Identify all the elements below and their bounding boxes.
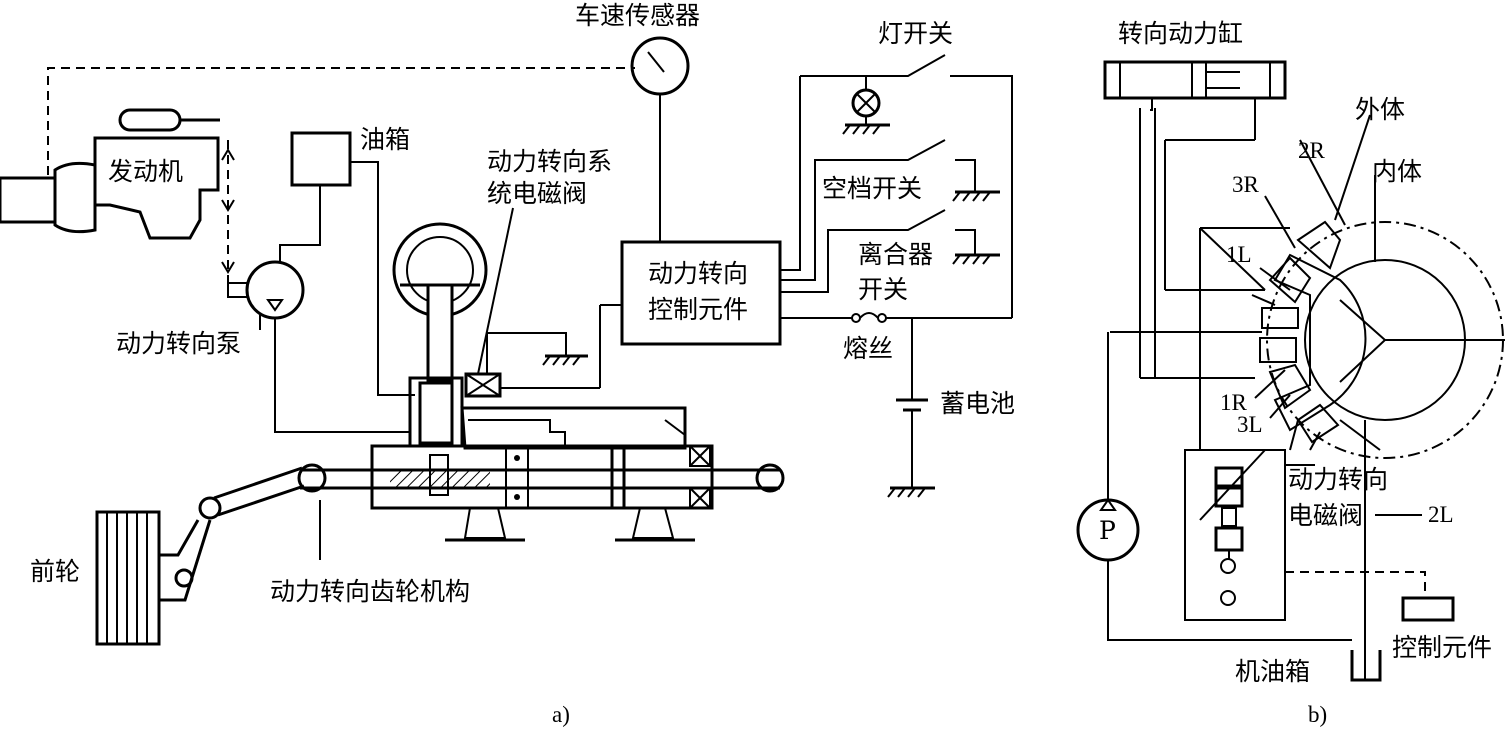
label-tank-b: 机油箱 xyxy=(1235,657,1310,686)
label-2l: 2L xyxy=(1428,502,1454,527)
label-control-2: 控制元件 xyxy=(648,295,748,324)
label-1l: 1L xyxy=(1226,242,1252,267)
caption-a: a) xyxy=(552,702,570,727)
power-steering-pump xyxy=(227,260,410,433)
steering-gear xyxy=(297,376,785,542)
label-solenoid-1: 动力转向系 xyxy=(487,147,612,176)
label-speed-sensor: 车速传感器 xyxy=(575,1,700,30)
oil-tank xyxy=(290,131,352,187)
diagram-b xyxy=(1076,60,1505,682)
control-unit xyxy=(620,240,782,346)
label-clutch-1: 离合器 xyxy=(858,240,933,269)
speed-sensor-gauge xyxy=(630,36,690,242)
label-inner-body: 内体 xyxy=(1372,157,1422,186)
diagram-a xyxy=(0,36,1013,646)
label-clutch-2: 开关 xyxy=(858,275,908,304)
label-front-wheel: 前轮 xyxy=(30,557,80,586)
fuse-battery xyxy=(780,312,1012,498)
label-control-b: 控制元件 xyxy=(1392,633,1492,662)
label-battery: 蓄电池 xyxy=(940,389,1015,418)
label-outer-body: 外体 xyxy=(1355,95,1405,124)
label-3r: 3R xyxy=(1232,172,1260,197)
light-switch xyxy=(780,54,1013,318)
label-valve-1: 动力转向 xyxy=(1288,465,1388,494)
label-oil-tank: 油箱 xyxy=(360,125,410,154)
label-1r: 1R xyxy=(1220,390,1248,415)
steering-wheel xyxy=(392,222,488,382)
rotary-valve xyxy=(1110,114,1505,459)
label-3l: 3L xyxy=(1237,412,1263,437)
clutch-switch xyxy=(780,209,1000,293)
label-engine: 发动机 xyxy=(108,157,183,186)
label-2r: 2R xyxy=(1298,138,1326,163)
label-pump: 动力转向泵 xyxy=(116,329,241,358)
label-gear: 动力转向齿轮机构 xyxy=(270,577,470,606)
label-control-1: 动力转向 xyxy=(648,259,748,288)
solenoid-valve xyxy=(464,207,622,398)
pump-p xyxy=(1076,332,1352,641)
control-unit-b xyxy=(1401,596,1455,622)
label-solenoid-2: 统电磁阀 xyxy=(487,179,587,208)
neutral-switch xyxy=(780,139,1000,281)
solenoid-valve-b xyxy=(1184,419,1426,621)
label-cylinder: 转向动力缸 xyxy=(1118,19,1243,48)
label-light-switch: 灯开关 xyxy=(878,19,953,48)
label-valve-2: 电磁阀 xyxy=(1288,501,1363,530)
engine xyxy=(0,108,220,240)
caption-b: b) xyxy=(1308,702,1327,727)
front-wheel xyxy=(95,466,305,646)
sensor-dash xyxy=(47,67,635,175)
label-fuse: 熔丝 xyxy=(843,334,893,363)
label-pump-p: P xyxy=(1099,516,1116,545)
steering-cylinder xyxy=(1103,60,1287,379)
label-neutral-switch: 空档开关 xyxy=(822,174,922,203)
